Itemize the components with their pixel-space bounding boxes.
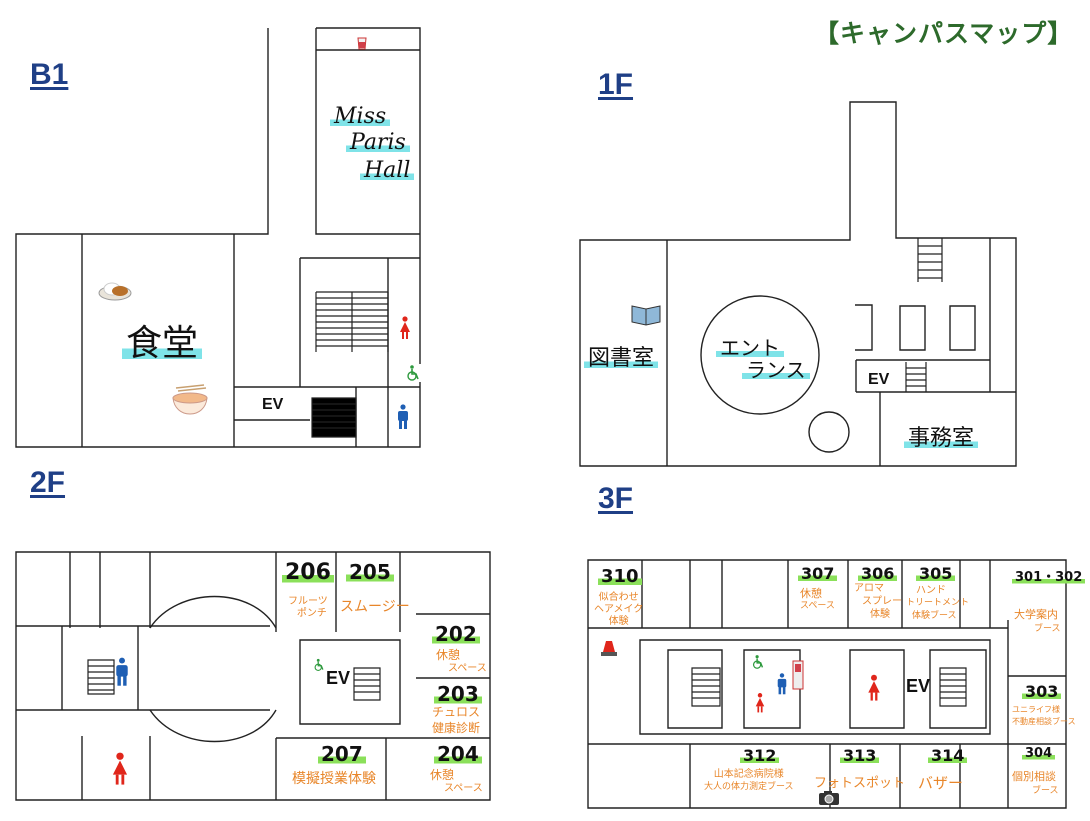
men-restroom-icon xyxy=(398,404,408,429)
ramen-bowl-icon xyxy=(172,384,208,415)
3f-room-306-text: アロマスプレー体験 xyxy=(854,583,902,620)
wheelchair-icon xyxy=(314,658,324,671)
floor-label-1f: 1F xyxy=(598,68,634,101)
2f-room-206-number: 206 xyxy=(282,560,334,585)
2f-room-203-text: チュロス健康診断 xyxy=(432,705,481,735)
3f-room-305-number: 305 xyxy=(916,564,956,583)
men-restroom-icon xyxy=(116,657,128,686)
2f-ev-label: EV xyxy=(326,668,351,688)
floor-label-b1: B1 xyxy=(30,58,69,91)
3f-stairs xyxy=(691,667,967,707)
3f-room-306-number: 306 xyxy=(858,564,898,583)
2f-walls xyxy=(15,551,491,801)
3f-room-312-number: 312 xyxy=(740,746,780,765)
b1-walls xyxy=(15,27,421,448)
3f-room-313-text: フォトスポット xyxy=(814,776,906,791)
women-restroom-icon xyxy=(112,752,128,785)
3f-room-305-text: ハンドトリートメント体験ブース xyxy=(906,585,970,621)
vending-machine-icon xyxy=(792,660,804,690)
1f-entrance-circle xyxy=(700,295,820,415)
2f-stairs xyxy=(87,659,381,701)
2f-atrium xyxy=(149,595,277,743)
floor-label-2f: 2F xyxy=(30,466,66,499)
men-restroom-icon xyxy=(777,673,787,695)
women-restroom-icon xyxy=(868,674,880,701)
rice-dish-icon xyxy=(98,282,132,301)
women-restroom-icon xyxy=(400,316,410,339)
3f-room-301-302-text: 大学案内ブース xyxy=(1014,608,1061,634)
1f-stairs xyxy=(905,238,943,392)
2f-room-207-number: 207 xyxy=(318,742,366,766)
3f-room-304-number: 304 xyxy=(1022,746,1056,761)
book-icon xyxy=(631,305,661,326)
floor-label-3f: 3F xyxy=(598,482,634,515)
3f-room-310-number: 310 xyxy=(598,566,642,587)
3f-room-312-text: 山本記念病院様大人の体力測定ブース xyxy=(704,769,794,792)
2f-room-203-number: 203 xyxy=(434,682,482,706)
1f-ev-label: EV xyxy=(868,371,890,388)
3f-room-307-text: 休憩スペース xyxy=(800,587,835,612)
2f-room-206-text: フルーツポンチ xyxy=(288,596,328,619)
b1-hall-line3: Hall xyxy=(360,158,415,183)
photo-camera-icon xyxy=(819,791,839,805)
3f-walls xyxy=(587,559,1067,809)
3f-room-310-text: 似合わせヘアメイク体験 xyxy=(594,592,644,627)
b1-cafeteria-label: 食堂 xyxy=(122,314,203,366)
3f-room-301-302-number: 301・302 xyxy=(1012,566,1086,585)
2f-room-204-number: 204 xyxy=(434,742,482,766)
women-restroom-icon xyxy=(755,693,765,713)
2f-room-205-text: スムージー xyxy=(340,599,410,615)
2f-room-202-text: 休憩スペース xyxy=(436,648,487,674)
3f-room-304-text: 個別相談ブース xyxy=(1012,770,1059,796)
2f-room-204-text: 休憩スペース xyxy=(430,768,483,794)
b1-stairs xyxy=(311,291,389,438)
2f-room-202-number: 202 xyxy=(432,622,480,646)
3f-room-303-number: 303 xyxy=(1022,682,1062,701)
1f-entrance-line1: エント xyxy=(716,332,784,361)
drink-cup-icon xyxy=(357,37,367,50)
1f-library-label: 図書室 xyxy=(584,340,659,372)
3f-room-313-number: 313 xyxy=(840,746,880,765)
1f-entrance-line2: ランス xyxy=(742,354,810,383)
3f-room-314-text: バザー xyxy=(918,774,964,792)
3f-room-303-text: ユニライフ様不動産相談ブース xyxy=(1012,705,1076,726)
b1-hall-line2: Paris xyxy=(346,130,410,155)
page-title: 【キャンパスマップ】 xyxy=(814,19,1074,48)
3f-room-307-number: 307 xyxy=(798,564,838,583)
2f-room-207-text: 模擬授業体験 xyxy=(292,771,376,787)
wheelchair-icon xyxy=(752,655,764,669)
3f-ev-label: EV xyxy=(906,676,931,696)
b1-ev-label: EV xyxy=(262,396,284,413)
1f-walls xyxy=(579,101,1017,467)
alarm-light-icon xyxy=(601,641,617,656)
1f-small-circle xyxy=(808,411,850,453)
2f-room-205-number: 205 xyxy=(346,560,394,584)
b1-hall-line1: Miss xyxy=(330,104,391,129)
1f-office-label: 事務室 xyxy=(904,420,979,452)
wheelchair-icon xyxy=(404,364,422,382)
3f-room-314-number: 314 xyxy=(928,746,968,765)
